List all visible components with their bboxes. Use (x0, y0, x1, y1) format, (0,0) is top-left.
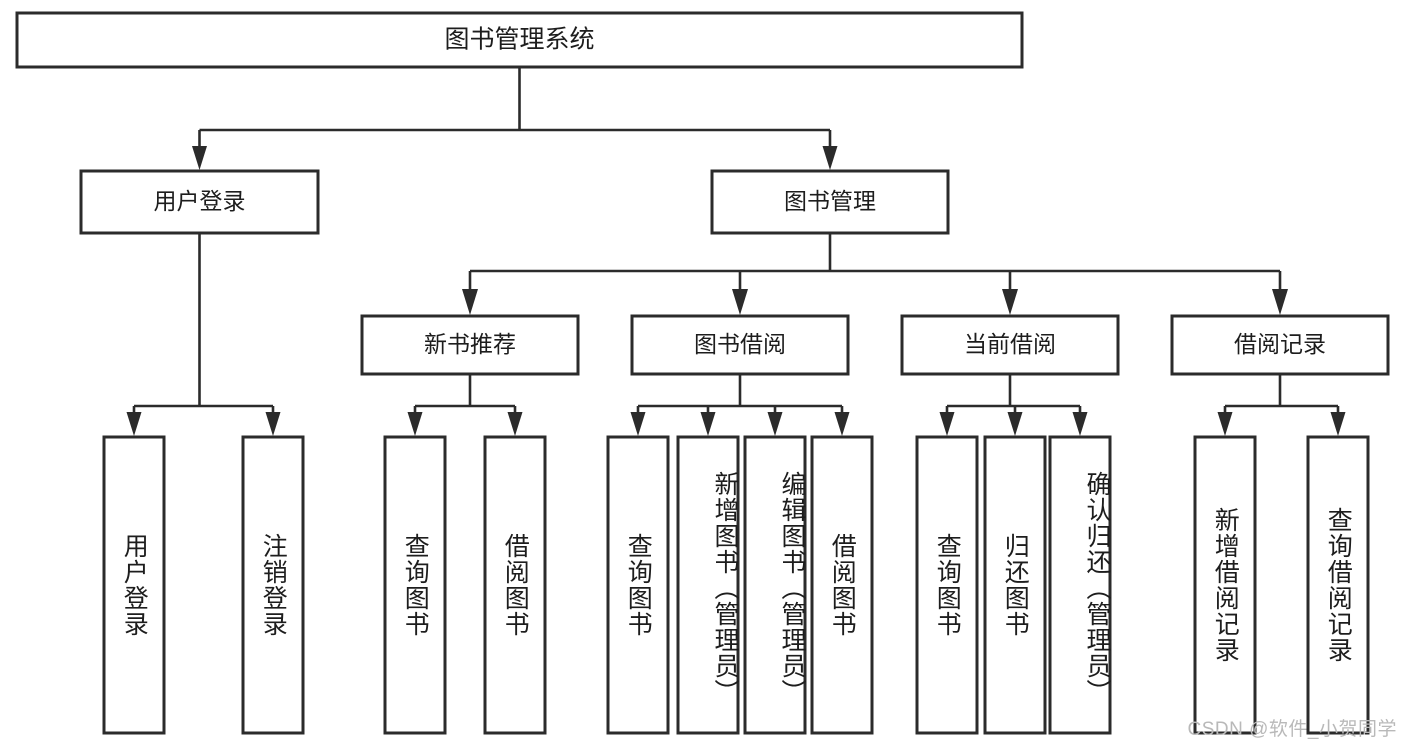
node-borrow-record-label: 借阅记录 (1234, 331, 1326, 357)
arrow-head-leaf-edit-book-admin (767, 412, 783, 436)
node-leaf-confirm-return-admin-box[interactable] (1048, 435, 1112, 735)
arrow-head-book-borrow (732, 289, 748, 315)
node-user-login-label: 用户登录 (154, 188, 246, 214)
node-leaf-logout-login-box[interactable] (241, 435, 305, 735)
arrow-head-leaf-borrow-book (834, 412, 850, 436)
arrow-head-leaf-add-borrow-record (1217, 412, 1233, 436)
connector-group-borrow-record (1217, 374, 1346, 436)
arrow-head-new-book-recommend (462, 289, 478, 315)
arrow-head-leaf-logout-login (265, 412, 281, 436)
node-book-management[interactable]: 图书管理 (710, 169, 950, 235)
arrow-head-leaf-query-borrow-record (1330, 412, 1346, 436)
arrow-head-leaf-return-book (1007, 412, 1023, 436)
node-current-borrow[interactable]: 当前借阅 (900, 314, 1120, 376)
connector-group-root (192, 67, 838, 170)
arrow-head-leaf-query-book-current (939, 412, 955, 436)
node-current-borrow-label: 当前借阅 (964, 331, 1056, 357)
node-new-book-recommend-box[interactable] (360, 314, 580, 376)
node-root-box[interactable] (15, 11, 1024, 69)
node-root[interactable]: 图书管理系统 (15, 11, 1024, 69)
node-leaf-add-book-admin-box[interactable] (676, 435, 740, 735)
node-current-borrow-box[interactable] (900, 314, 1120, 376)
arrow-head-current-borrow (1002, 289, 1018, 315)
arrow-head-leaf-query-book-borrow (630, 412, 646, 436)
arrow-head-leaf-borrow-book-recommend (507, 412, 523, 436)
node-leaf-edit-book-admin-box[interactable] (743, 435, 807, 735)
node-leaf-return-book-box[interactable] (983, 435, 1047, 735)
node-book-borrow-label: 图书借阅 (694, 331, 786, 357)
node-book-management-label: 图书管理 (784, 188, 876, 214)
node-leaf-user-login-box[interactable] (102, 435, 166, 735)
node-new-book-recommend-label: 新书推荐 (424, 331, 516, 357)
arrow-head-leaf-user-login (126, 412, 142, 436)
node-user-login-box[interactable] (79, 169, 320, 235)
node-leaf-query-book-current-box[interactable] (915, 435, 979, 735)
csdn-watermark: CSDN @软件_小贺同学 (1187, 719, 1397, 740)
arrow-head-leaf-add-book-admin (700, 412, 716, 436)
arrow-head-borrow-record (1272, 289, 1288, 315)
node-leaf-query-book-recommend-box[interactable] (383, 435, 447, 735)
node-borrow-record[interactable]: 借阅记录 (1170, 314, 1390, 376)
connector-group-book-borrow (630, 374, 850, 436)
connector-group-user-login (126, 233, 281, 436)
node-leaf-query-book-borrow-box[interactable] (606, 435, 670, 735)
node-book-borrow[interactable]: 图书借阅 (630, 314, 850, 376)
arrow-head-leaf-query-book-recommend (407, 412, 423, 436)
node-book-management-box[interactable] (710, 169, 950, 235)
arrow-head-book-management (822, 146, 838, 170)
node-borrow-record-box[interactable] (1170, 314, 1390, 376)
node-book-borrow-box[interactable] (630, 314, 850, 376)
node-user-login[interactable]: 用户登录 (79, 169, 320, 235)
node-leaf-query-borrow-record-box[interactable] (1306, 435, 1370, 735)
node-leaf-borrow-book-recommend-box[interactable] (483, 435, 547, 735)
node-root-label: 图书管理系统 (444, 26, 594, 54)
node-new-book-recommend[interactable]: 新书推荐 (360, 314, 580, 376)
arrow-head-user-login (192, 146, 207, 170)
node-leaf-borrow-book-box[interactable] (810, 435, 874, 735)
arrow-head-leaf-confirm-return-admin (1072, 412, 1088, 436)
connector-group-new-book-recommend (407, 374, 523, 436)
node-leaf-add-borrow-record-box[interactable] (1193, 435, 1257, 735)
connector-group-current-borrow (939, 374, 1088, 436)
connector-group-book-management (462, 233, 1288, 315)
